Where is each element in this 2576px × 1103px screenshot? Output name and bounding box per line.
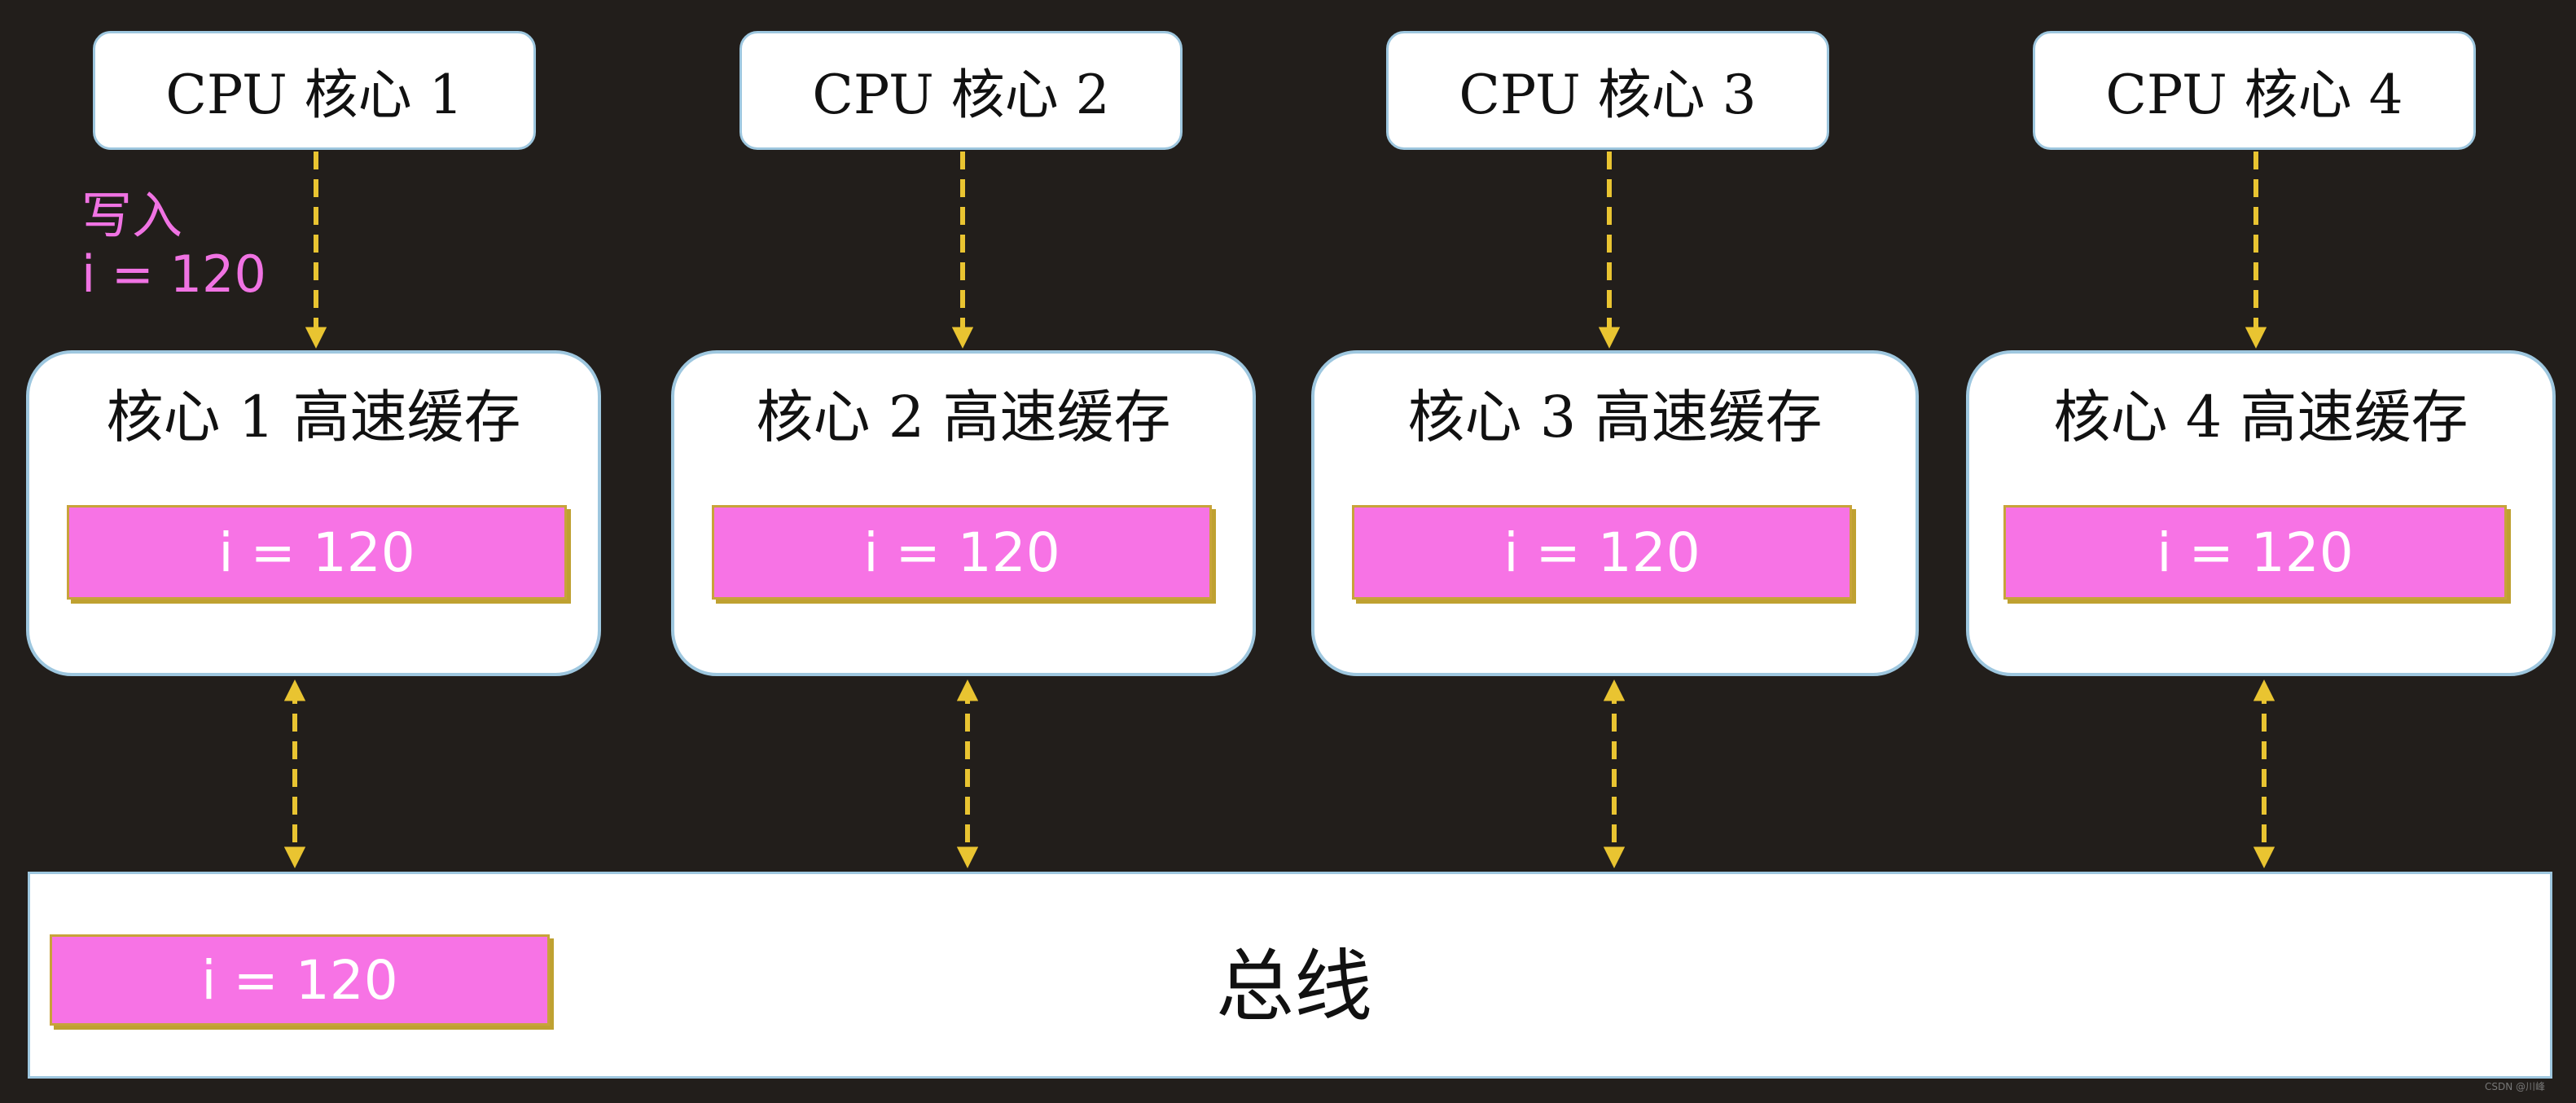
core-2-cache-box: 核心 2 高速缓存 i = 120 xyxy=(671,350,1256,676)
cpu-core-1-label: CPU 核心 1 xyxy=(165,64,463,126)
cpu-core-4-box: CPU 核心 4 xyxy=(2033,31,2476,150)
core-1-cache-value: i = 120 xyxy=(67,505,567,600)
cpu-core-2-label: CPU 核心 2 xyxy=(812,64,1110,126)
cpu-core-4-label: CPU 核心 4 xyxy=(2105,64,2403,126)
core-2-cache-value: i = 120 xyxy=(712,505,1212,600)
write-annotation-value: i = 120 xyxy=(81,244,266,304)
bus-value: i = 120 xyxy=(50,934,550,1026)
core-3-cache-box: 核心 3 高速缓存 i = 120 xyxy=(1311,350,1919,676)
cpu-core-2-box: CPU 核心 2 xyxy=(739,31,1183,150)
cpu-core-1-box: CPU 核心 1 xyxy=(93,31,536,150)
core-2-cache-label: 核心 2 高速缓存 xyxy=(756,384,1171,450)
core-4-cache-value: i = 120 xyxy=(2003,505,2507,600)
cpu-core-3-box: CPU 核心 3 xyxy=(1386,31,1829,150)
cpu-core-3-label: CPU 核心 3 xyxy=(1459,64,1757,126)
bus-box: i = 120 总线 xyxy=(28,872,2552,1079)
write-annotation-label: 写入 xyxy=(81,186,183,245)
core-1-cache-box: 核心 1 高速缓存 i = 120 xyxy=(26,350,601,676)
core-4-cache-box: 核心 4 高速缓存 i = 120 xyxy=(1966,350,2556,676)
watermark: CSDN @川峰 xyxy=(2484,1081,2545,1092)
core-3-cache-label: 核心 3 高速缓存 xyxy=(1407,384,1823,450)
bus-label: 总线 xyxy=(1216,941,1372,1032)
core-3-cache-value: i = 120 xyxy=(1352,505,1852,600)
core-1-cache-label: 核心 1 高速缓存 xyxy=(106,384,521,450)
core-4-cache-label: 核心 4 高速缓存 xyxy=(2053,384,2468,450)
